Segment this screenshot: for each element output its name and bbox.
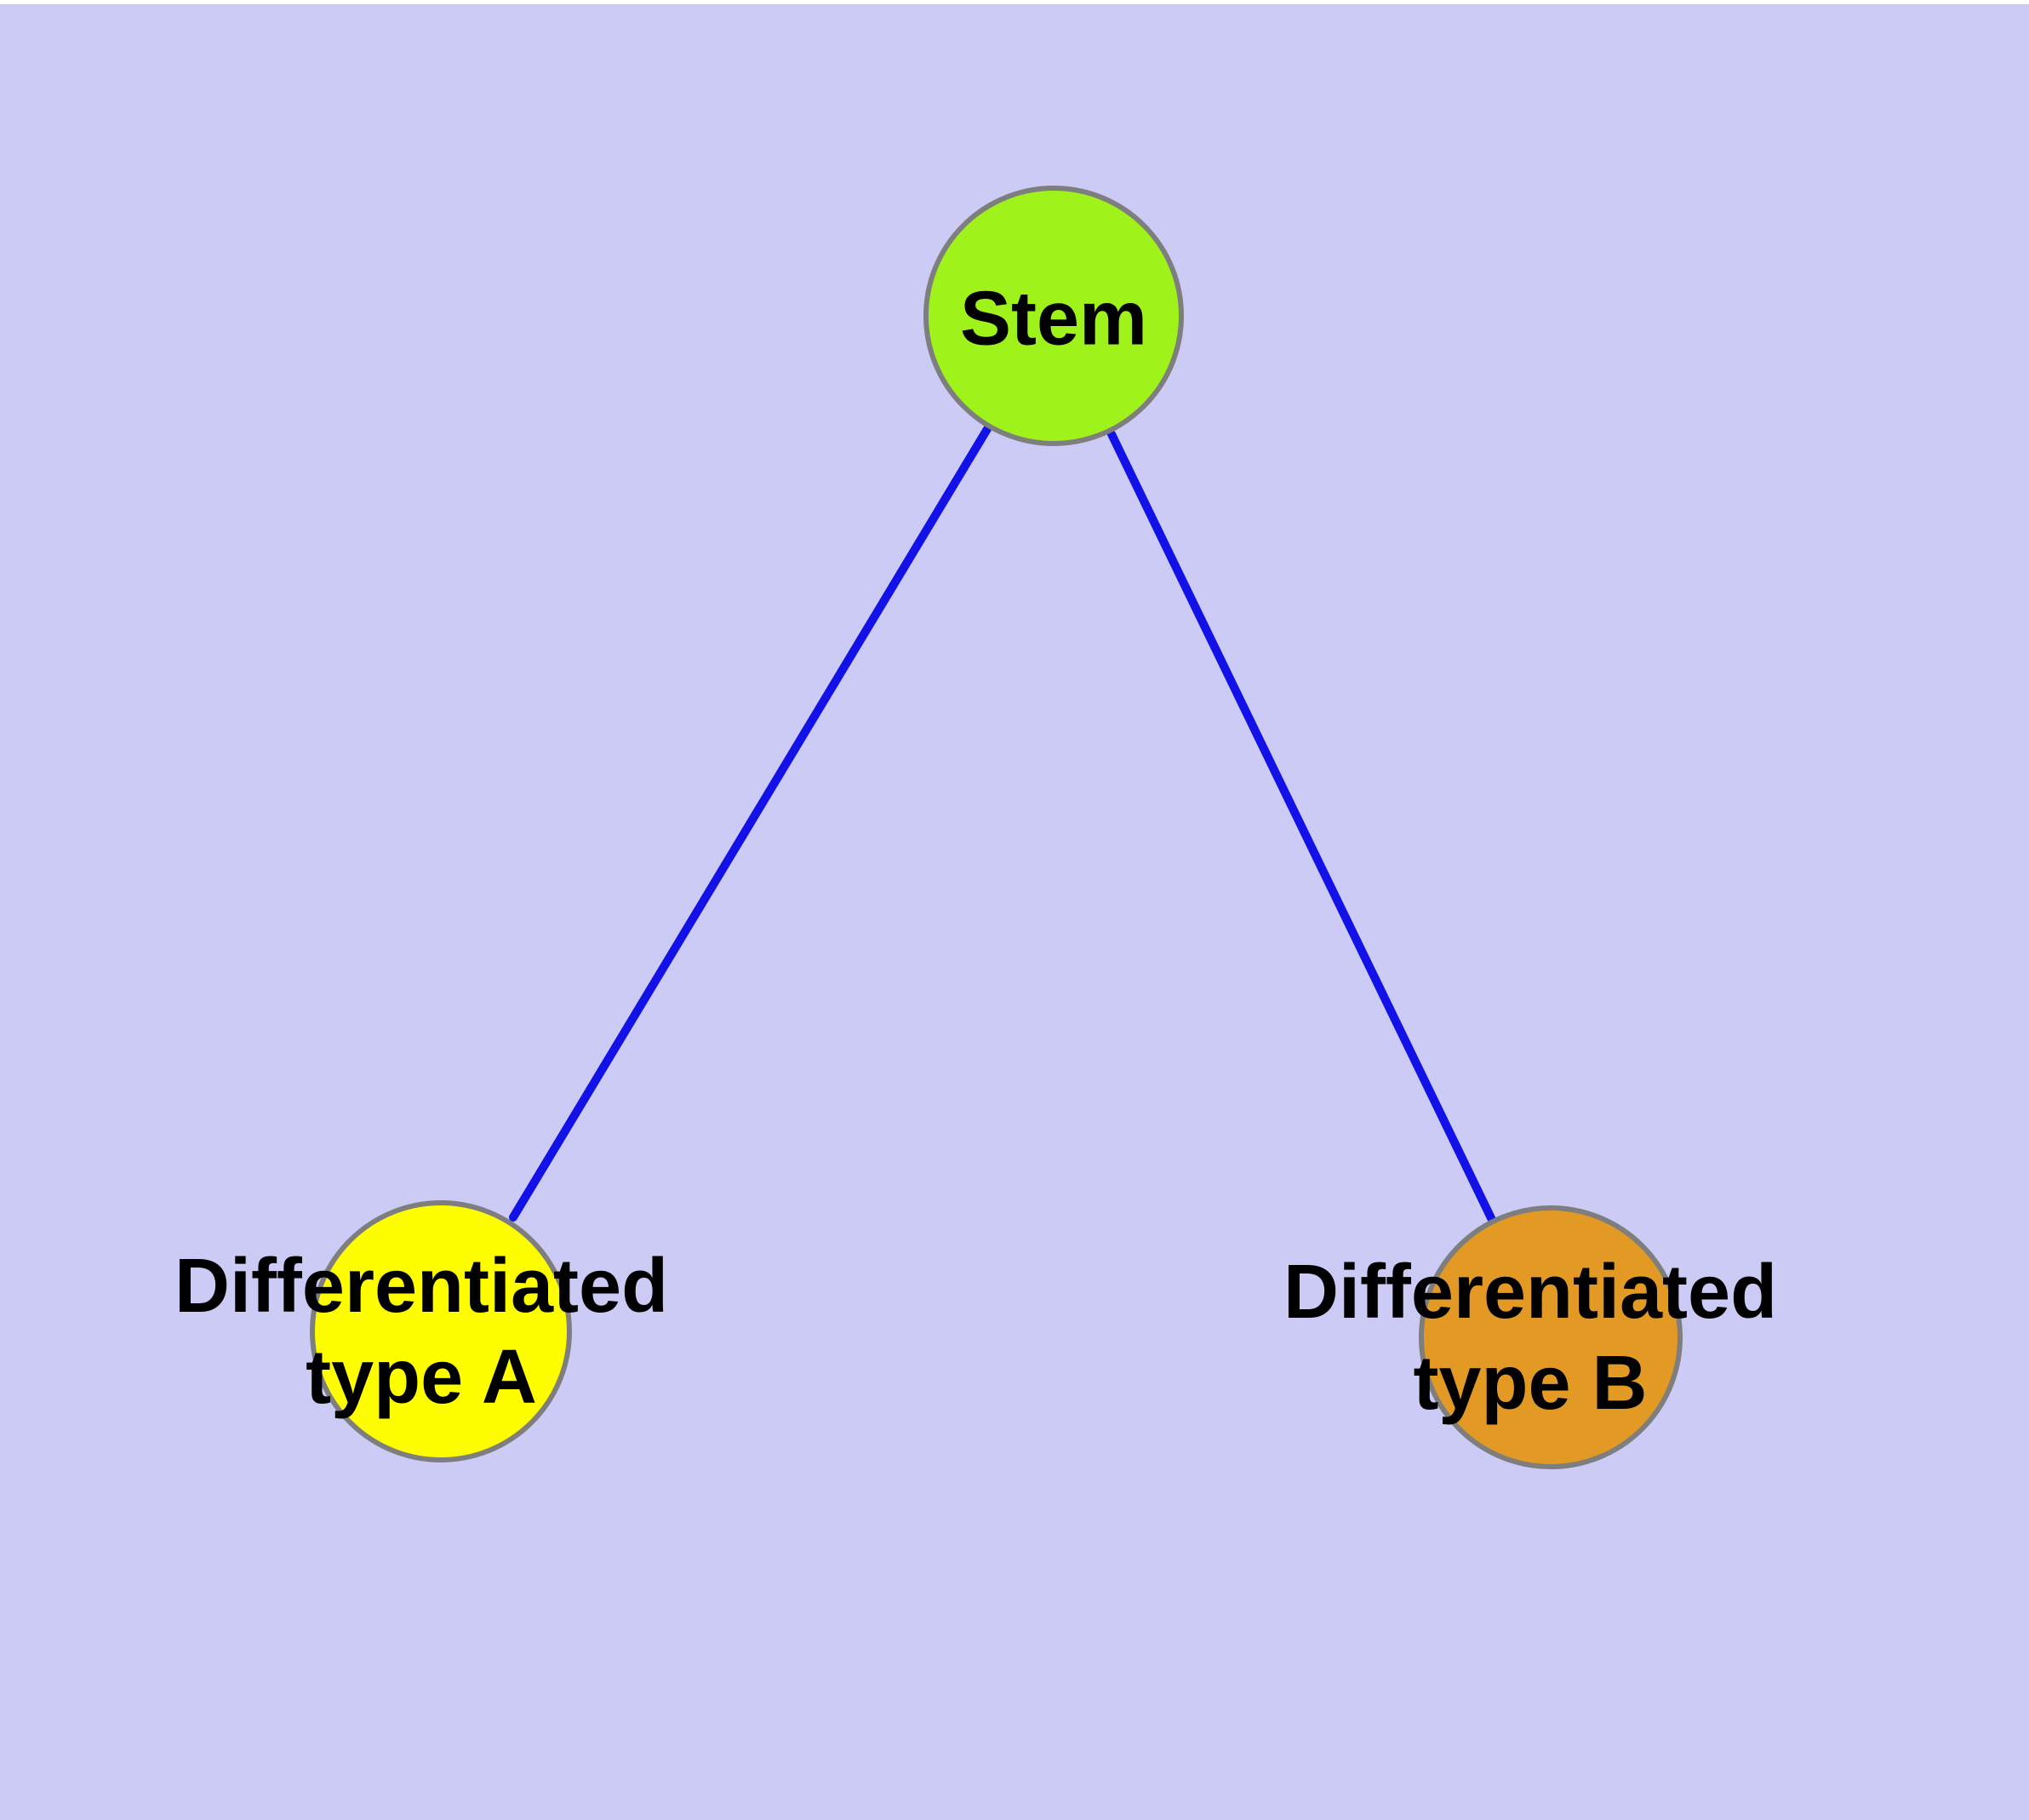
node-type-a-circle (310, 1200, 572, 1462)
node-stem-label: Stem (959, 276, 1148, 362)
node-type-a-label: Differentiated type A (174, 1244, 669, 1420)
node-stem-circle (923, 186, 1184, 446)
edge-stem-to-type-a (509, 425, 992, 1222)
top-margin (0, 0, 2029, 4)
node-type-b-circle (1419, 1205, 1683, 1469)
edge-stem-to-type-b (1107, 430, 1497, 1226)
node-type-b-label: Differentiated type B (1283, 1250, 1778, 1426)
